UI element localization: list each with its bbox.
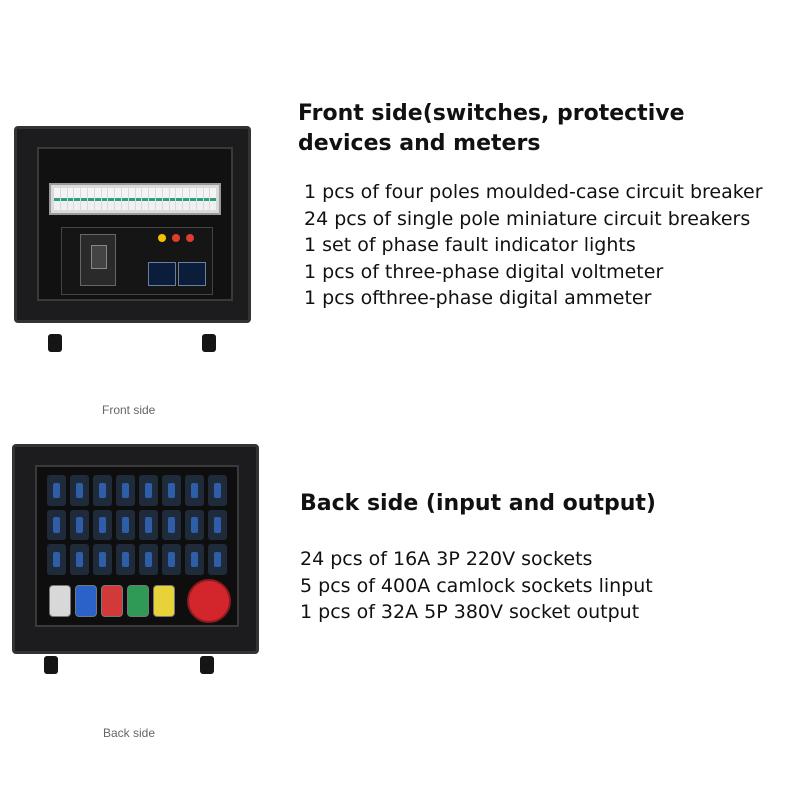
back-heading: Back side (input and output) — [300, 491, 656, 516]
output-socket — [187, 579, 231, 623]
list-item: 24 pcs of single pole miniature circuit … — [304, 207, 751, 230]
back-feature-list: 24 pcs of 16A 3P 220V sockets 5 pcs of 4… — [300, 546, 780, 626]
miniature-breaker-rail — [49, 183, 221, 215]
list-item: 1 pcs of four poles moulded-case circuit… — [304, 181, 763, 203]
list-item: 1 pcs ofthree-phase digital ammeter — [304, 287, 652, 309]
voltmeter — [148, 262, 176, 286]
front-wheel-left — [48, 334, 62, 352]
back-wheel-right — [200, 656, 214, 674]
moulded-case-breaker — [80, 234, 116, 286]
list-item: 24 pcs of 16A 3P 220V sockets — [300, 548, 593, 570]
camlock-socket-2 — [75, 585, 97, 617]
list-item: 1 pcs of three-phase digital voltmeter — [304, 260, 664, 283]
back-wheel-left — [44, 656, 58, 674]
list-item: 1 pcs of 32A 5P 380V socket output — [300, 601, 640, 623]
front-image-caption: Front side — [102, 403, 156, 417]
control-panel — [61, 227, 213, 295]
ammeter — [178, 262, 206, 286]
indicator-lamp-1 — [158, 234, 166, 242]
socket-grid — [47, 475, 227, 575]
indicator-lamp-2 — [172, 234, 180, 242]
back-cabinet-image — [12, 444, 259, 654]
front-panel — [37, 147, 233, 301]
list-item: 1 set of phase fault indicator lights — [304, 234, 636, 256]
list-item: 5 pcs of 400A camlock sockets linput — [300, 574, 653, 597]
back-panel — [35, 465, 239, 627]
camlock-socket-1 — [49, 585, 71, 617]
front-cabinet-image — [14, 126, 251, 323]
front-wheel-right — [202, 334, 216, 352]
camlock-socket-5 — [153, 585, 175, 617]
front-heading: Front side(switches, protective devices … — [298, 101, 685, 156]
back-image-caption: Back side — [103, 726, 156, 740]
indicator-lamp-3 — [186, 234, 194, 242]
camlock-socket-4 — [127, 585, 149, 617]
front-feature-list: 1 pcs of four poles moulded-case circuit… — [304, 179, 774, 312]
camlock-socket-3 — [101, 585, 123, 617]
